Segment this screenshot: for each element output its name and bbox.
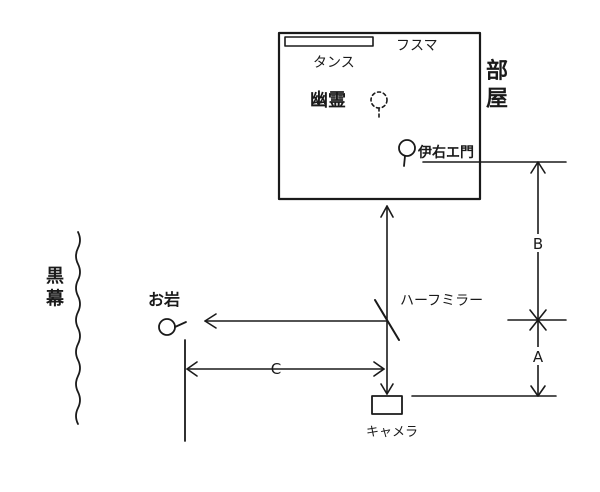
ghost-label: 幽霊 — [310, 90, 346, 111]
tansu-label: タンス — [313, 55, 355, 71]
arrow-to-room — [380, 205, 394, 218]
ghost-icon — [370, 91, 388, 109]
iemon-icon — [398, 139, 416, 157]
oiwa-icon-stem — [174, 321, 187, 328]
oiwa-icon — [158, 318, 176, 336]
dim-a-arrow-bottom — [530, 385, 546, 397]
dim-b-arrow-top — [530, 161, 546, 174]
kuromaku-label: 黒幕 — [45, 266, 65, 310]
iemon-label: 伊右エ門 — [417, 144, 474, 161]
oiwa-label: お岩 — [148, 290, 180, 309]
room-box — [277, 31, 482, 201]
tansu-box — [284, 36, 374, 47]
dim-c-arrow-right — [373, 361, 385, 377]
camera-label: キャメラ — [366, 425, 418, 440]
dim-a-arrow-top — [529, 319, 547, 331]
dim-c-label: C — [271, 360, 281, 378]
iemon-icon-stem — [403, 155, 406, 167]
black-curtain-line — [75, 231, 81, 425]
arrow-to-oiwa — [204, 313, 217, 329]
room-label: 部屋 — [486, 58, 508, 112]
dim-b-label-bg — [531, 234, 545, 252]
dim-b-text: B — [533, 235, 543, 253]
dim-c-arrow-left — [186, 361, 198, 377]
arrow-to-camera — [380, 383, 394, 395]
half-mirror-label: ハーフミラー — [400, 293, 483, 309]
fusuma-label: フスマ — [396, 38, 438, 54]
dim-a-label-bg — [531, 347, 545, 365]
camera-box — [371, 395, 403, 415]
dim-a-label: A — [533, 348, 544, 366]
